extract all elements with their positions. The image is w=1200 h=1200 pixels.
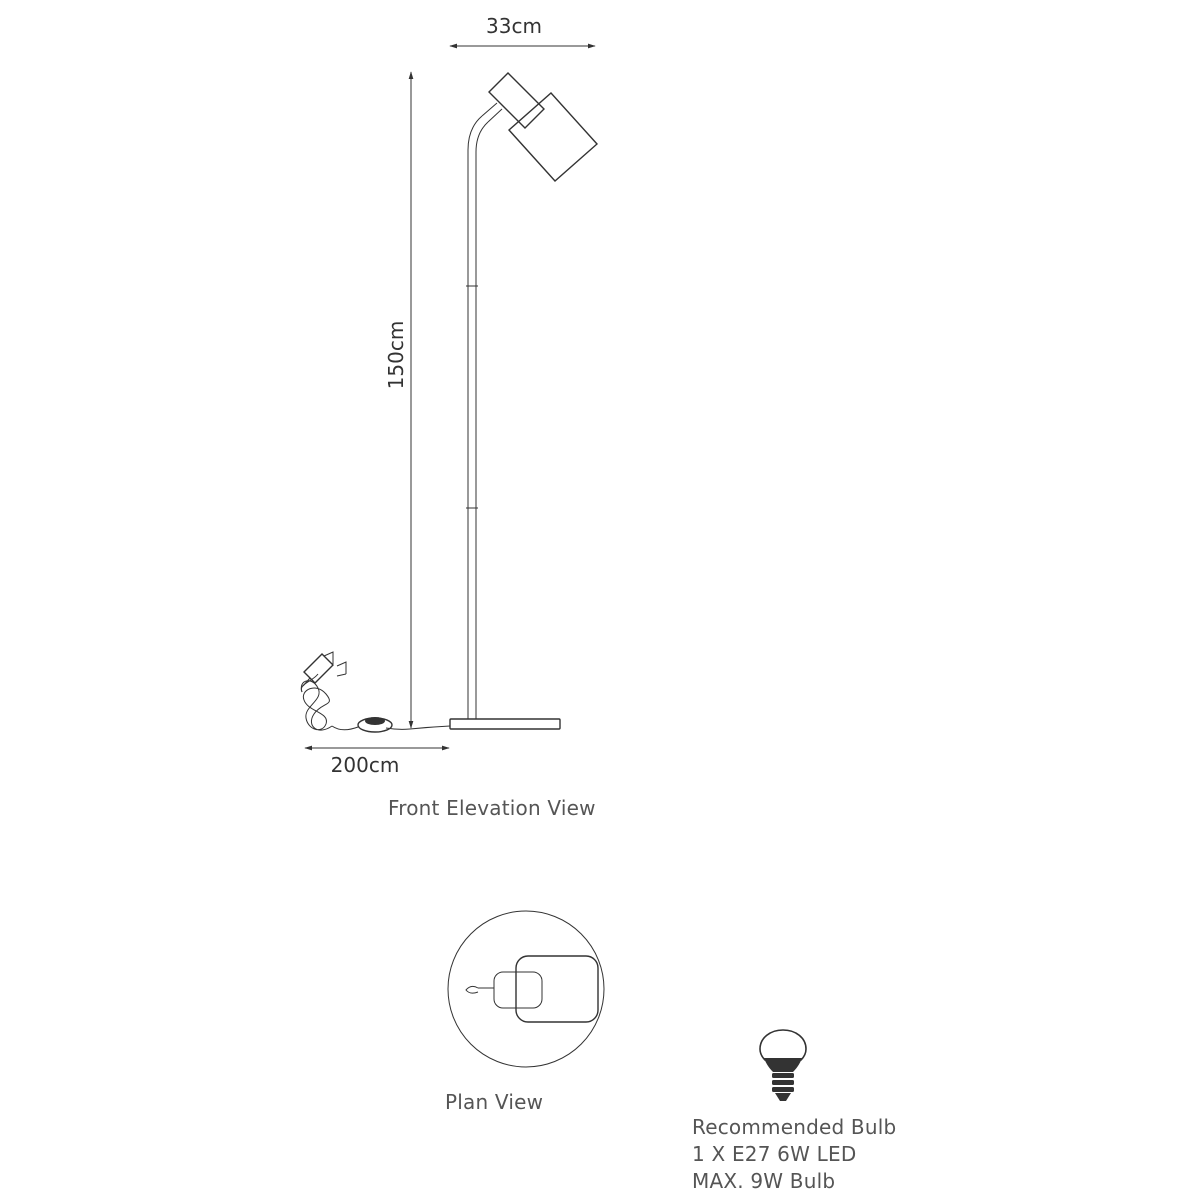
plan-stem: [465, 985, 494, 994]
width-dimension: 33cm: [449, 14, 596, 49]
power-plug: [302, 651, 347, 687]
led-bulb-icon: [759, 1029, 807, 1101]
power-cable: [385, 725, 451, 730]
bulb-spec: 1 X E27 6W LED: [692, 1142, 857, 1166]
front-elevation-caption: Front Elevation View: [388, 796, 596, 820]
width-dimension-label: 33cm: [486, 14, 542, 38]
plan-view-caption: Plan View: [445, 1090, 544, 1114]
bulb-title: Recommended Bulb: [692, 1115, 897, 1139]
lamp-stem-left: [467, 115, 483, 719]
cable-dimension: 200cm: [304, 745, 450, 777]
lamp-holder: [488, 72, 545, 129]
plan-view-drawing: [447, 910, 605, 1068]
plan-holder: [493, 971, 543, 1009]
recommended-bulb-info: Recommended Bulb 1 X E27 6W LED MAX. 9W …: [692, 1114, 896, 1195]
cable-dimension-label: 200cm: [331, 753, 400, 777]
height-dimension-label: 150cm: [384, 321, 408, 390]
plan-shade: [515, 955, 599, 1023]
lamp-shade: [508, 92, 598, 182]
coiled-cable: [300, 680, 333, 731]
floor-lamp-front-elevation: [300, 72, 598, 733]
bulb-max: MAX. 9W Bulb: [692, 1169, 836, 1193]
height-dimension: 150cm: [384, 71, 414, 729]
plan-base-circle: [447, 910, 605, 1068]
lamp-stem-right: [475, 121, 489, 719]
lamp-base: [449, 718, 561, 730]
